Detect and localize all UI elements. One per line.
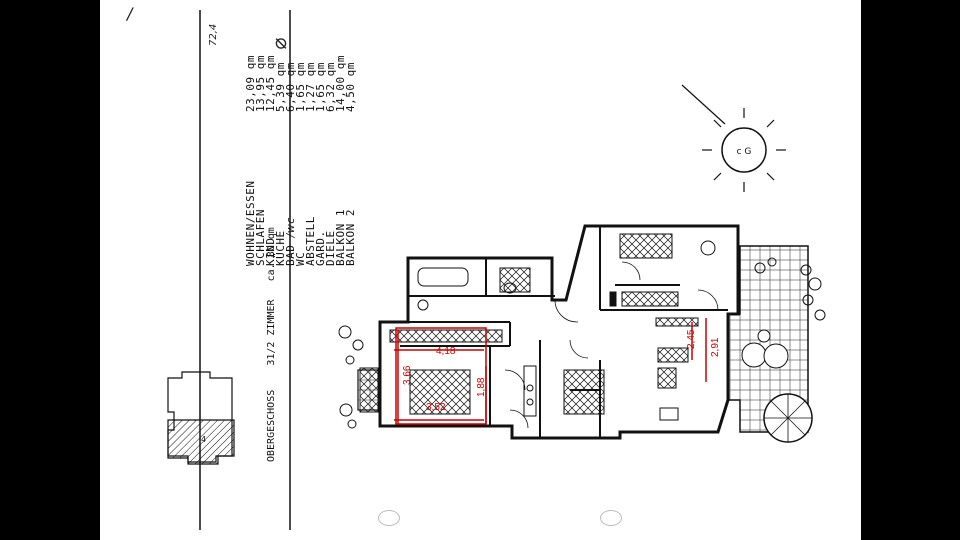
scan-artifact <box>306 420 322 466</box>
plan-drawing: 4 c G <box>167 10 826 530</box>
dimension-label: 4,18 <box>436 346 456 357</box>
balcony-2 <box>357 369 381 411</box>
dimension-label: 1,88 <box>476 377 487 397</box>
balcony-1 <box>727 245 809 433</box>
floor-plan-sheet: WOHNEN/ESSEN SCHLAFEN KIND KÜCHE BAD /wc… <box>100 0 861 540</box>
tick-mark: / <box>127 4 133 23</box>
plants <box>338 257 826 429</box>
sun-face-letters: c G <box>737 147 752 157</box>
dimension-label: 3,52 <box>426 402 446 413</box>
dimension-lines <box>394 318 707 425</box>
punch-hole-mark <box>600 510 622 526</box>
dimension-label: 2,91 <box>710 337 721 357</box>
locator-key-plan: 4 <box>167 371 235 465</box>
sun-north-indicator: c G <box>681 84 786 192</box>
umbrella <box>763 393 813 443</box>
door-swings <box>504 261 719 429</box>
locator-number: 4 <box>201 435 206 444</box>
fixtures <box>359 233 716 421</box>
dimension-label: 3,66 <box>402 365 413 385</box>
punch-hole-mark <box>378 510 400 526</box>
dimension-label: 2,45 <box>686 329 697 349</box>
